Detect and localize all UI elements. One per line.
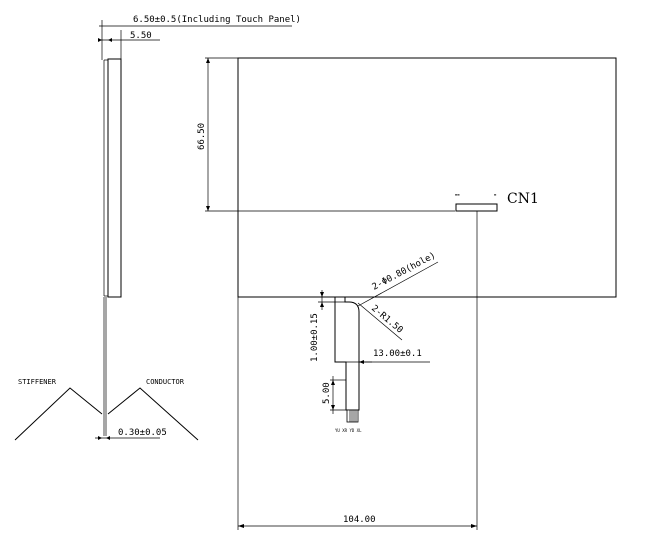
stiffener-label: STIFFENER [18,378,57,386]
dim-panel-height: 66.50 [197,123,207,150]
stiffener-outline [14,387,103,441]
dim-total-thickness: 6.50±0.5(Including Touch Panel) [133,15,301,25]
dim-fpc-lead-offset: 13.00±0.1 [373,349,422,359]
connector-pin-mark-1: ≡≡ [455,192,460,197]
connector-pin-mark-2: ≡ [494,192,497,197]
front-view: 66.50 ≡≡ ≡ CN1 104.00 1.00±0.15 13.00±0.… [197,57,617,530]
conductor-label: CONDUCTOR [146,378,185,386]
dim-fpc-thickness: 0.30±0.05 [118,428,167,438]
dim-fpc-pin-length: 5.00 [322,382,332,404]
conductor-outline [107,387,199,441]
fpc-contacts [346,409,359,423]
fpc-tail: 1.00±0.15 13.00±0.1 5.00 YU XR YD XL 2-Φ… [310,251,439,433]
dim-fpc-tail-length: 1.00±0.15 [310,313,320,362]
dim-panel-width: 104.00 [343,515,376,525]
dim-module-thickness: 5.50 [130,31,152,41]
dim-radius-spec: 2-R1.50 [369,304,404,336]
side-view: 6.50±0.5(Including Touch Panel) 5.50 STI… [14,15,301,441]
connector-label: CN1 [507,191,539,207]
panel-outline [237,57,617,298]
dim-hole-spec: 2-Φ0.80(hole) [371,251,438,293]
fpc-pin-labels: YU XR YD XL [335,428,362,433]
module-side-body [107,58,122,298]
connector-cn1 [455,203,498,212]
